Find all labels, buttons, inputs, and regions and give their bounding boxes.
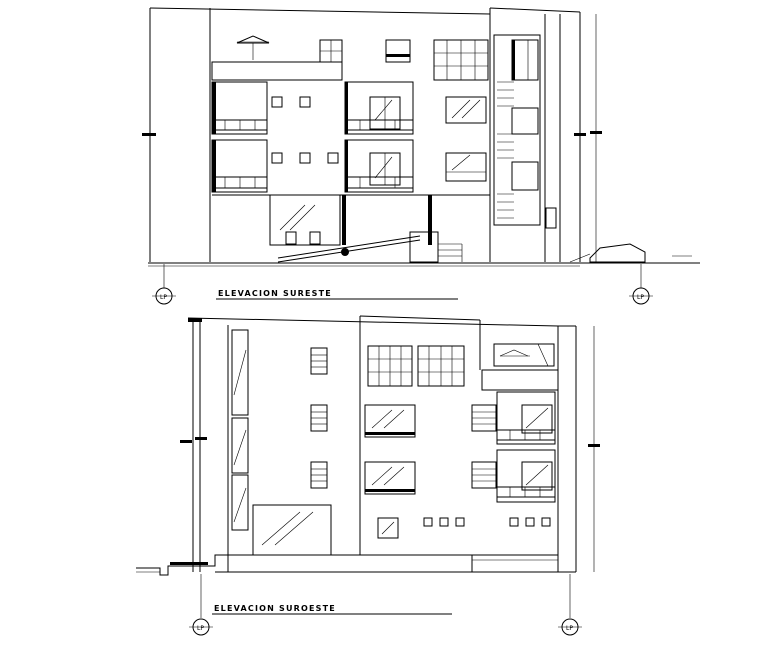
axis-marker-right: LP xyxy=(566,625,573,632)
axis-marker-left: LP xyxy=(197,625,204,632)
view-title-sureste: ELEVACION SURESTE xyxy=(218,289,332,298)
axis-marker-right: LP xyxy=(637,294,644,301)
view-title-suroeste: ELEVACION SUROESTE xyxy=(214,604,336,613)
elevation-sureste: LP LP ELEVACION SURESTE xyxy=(142,7,700,305)
axis-marker-left: LP xyxy=(160,294,167,301)
elevation-suroeste: LP LP ELEVACION SUROESTE xyxy=(136,315,600,636)
